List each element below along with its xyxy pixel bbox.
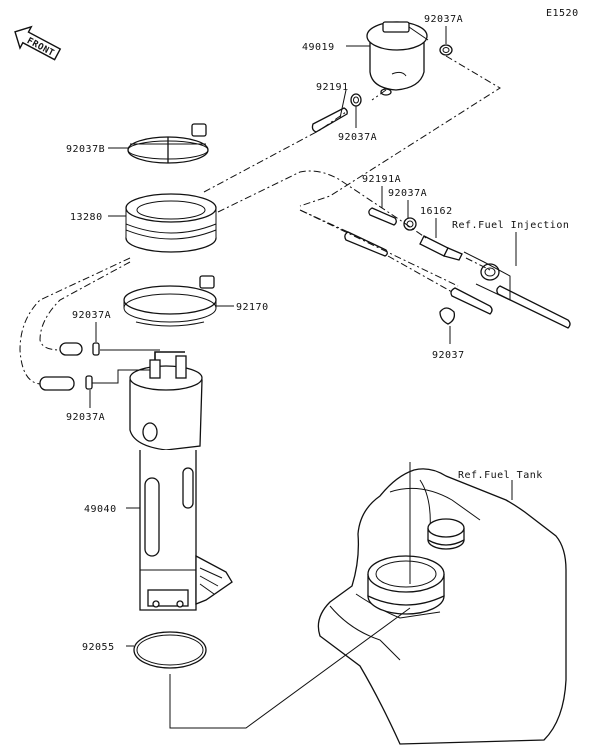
clamp-92037 [439,307,456,325]
label-49019: 49019 [302,42,335,53]
hose-lower-right [450,287,493,315]
label-92191: 92191 [316,82,349,93]
clamp-92037A-left1 [92,342,100,356]
hose-92191A [368,207,397,226]
front-arrow-icon: FRONT [14,25,62,61]
label-92037: 92037 [432,350,465,361]
hose-left-lower [39,376,75,391]
hose-fuel-injection [496,285,571,329]
fuel-filter-49019 [366,21,429,96]
page-code: E1520 [546,8,579,19]
label-49040: 49040 [84,504,117,515]
label-ref-fuel-injection: Ref.Fuel Injection [452,220,569,231]
label-92037B: 92037B [66,144,105,155]
pump-to-tank-line [169,607,411,729]
hose-mid-right [344,231,388,257]
label-92037A-mid: 92037A [338,132,377,143]
label-13280: 13280 [70,212,103,223]
label-16162: 16162 [420,206,453,217]
clamp-92037A-top [439,44,453,56]
clamp-92037A-right [403,217,417,231]
label-92055: 92055 [82,642,115,653]
label-92191A: 92191A [362,174,401,185]
label-92170: 92170 [236,302,269,313]
ref-fuel-injection-bracket [463,251,511,301]
clamp-92170 [123,275,217,327]
o-ring-92055 [133,631,207,669]
clamp-92037A-left2 [85,375,93,390]
clamp-92037B [127,123,209,164]
fuel-tank [317,468,567,745]
label-ref-fuel-tank: Ref.Fuel Tank [458,470,543,481]
assembly-lines [19,55,501,385]
connector-16162 [419,235,463,261]
label-92037A-left2: 92037A [66,412,105,423]
hose-left-upper [59,342,83,356]
seal-13280 [125,193,217,253]
clamp-92037A-mid [350,93,362,107]
label-92037A-right: 92037A [388,188,427,199]
label-92037A-top: 92037A [424,14,463,25]
leader-hose-lower [92,369,150,384]
fuel-pump-49040 [129,351,233,611]
hose-92191 [311,107,348,133]
label-92037A-left1: 92037A [72,310,111,321]
